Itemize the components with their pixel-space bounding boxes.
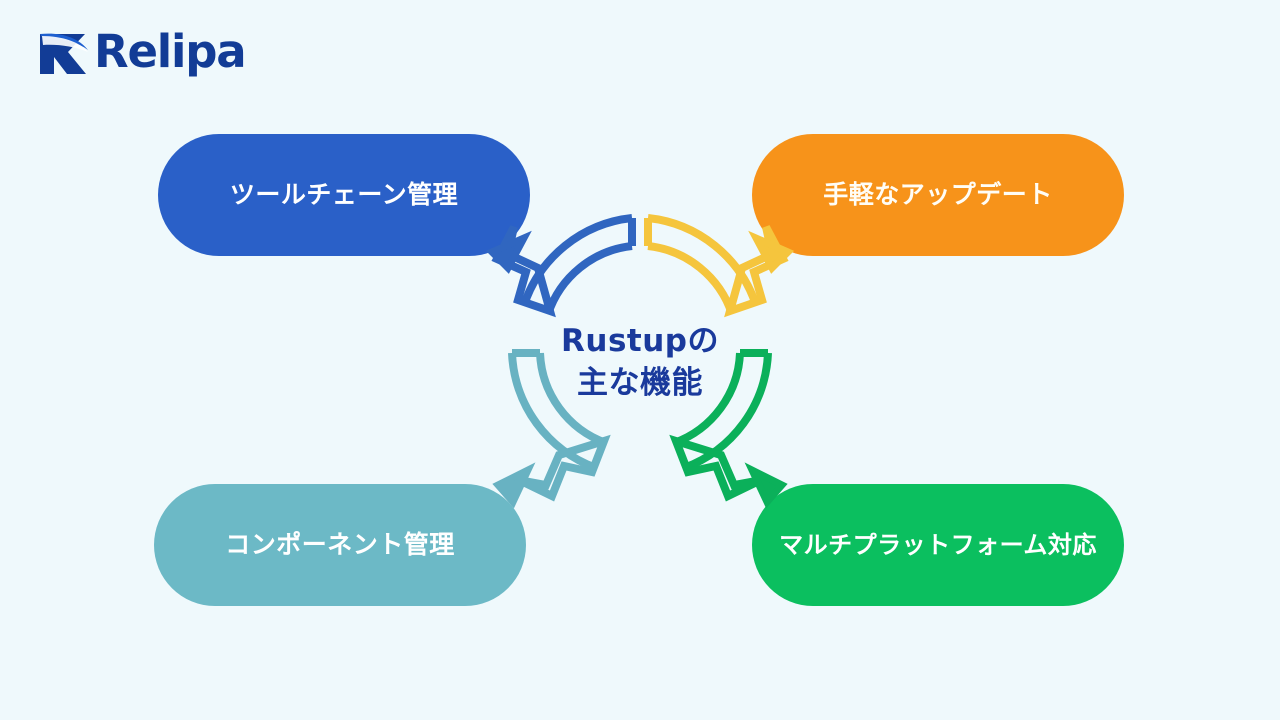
relipa-logo: Relipa xyxy=(34,24,264,82)
arrow-update xyxy=(644,214,795,318)
node-component[interactable]: コンポーネント管理 xyxy=(154,484,526,606)
arrow-component xyxy=(492,349,611,509)
cycle-diagram xyxy=(462,180,818,560)
center-title: Rustupの 主な機能 xyxy=(512,320,768,404)
center-title-line2: 主な機能 xyxy=(577,365,703,402)
node-component-label: コンポーネント管理 xyxy=(225,530,455,559)
node-platform-label: マルチプラットフォーム対応 xyxy=(779,530,1097,559)
node-update-label: 手軽なアップデート xyxy=(823,180,1053,209)
node-toolchain[interactable]: ツールチェーン管理 xyxy=(158,134,530,256)
node-toolchain-label: ツールチェーン管理 xyxy=(229,180,459,209)
relipa-swoosh-icon xyxy=(40,33,88,74)
node-platform[interactable]: マルチプラットフォーム対応 xyxy=(752,484,1124,606)
logo-wordmark: Relipa xyxy=(94,25,247,78)
arrow-toolchain xyxy=(485,214,636,318)
node-update[interactable]: 手軽なアップデート xyxy=(752,134,1124,256)
arrow-platform xyxy=(669,349,788,509)
center-title-line1: Rustupの xyxy=(561,323,719,359)
